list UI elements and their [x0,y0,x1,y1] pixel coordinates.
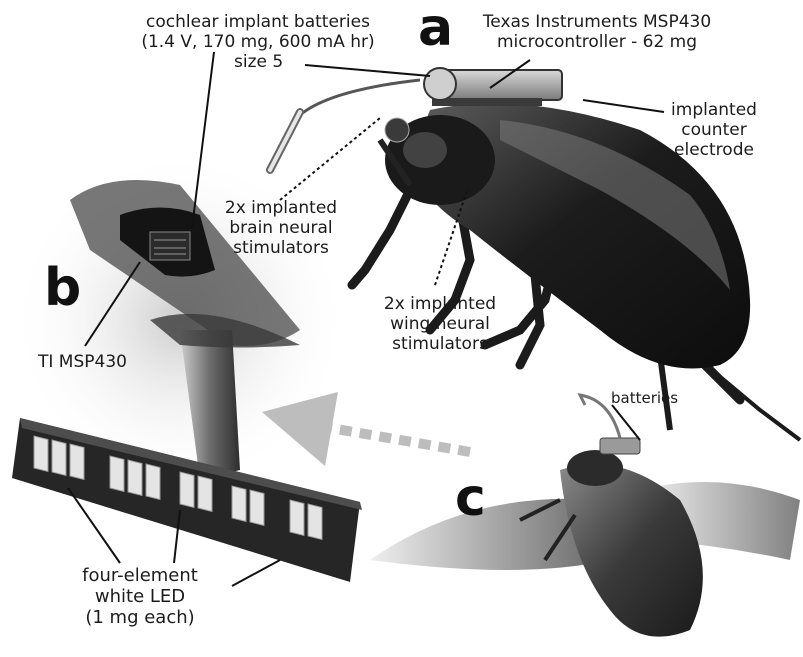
led-label-line1: four-element [40,565,240,586]
panel-letter-b: b [44,258,81,318]
c-batteries-label: batteries [611,388,678,408]
led-label: four-element white LED (1 mg each) [40,565,240,628]
panel-c-beetle [370,395,800,637]
brain-label-line3: stimulators [216,238,346,258]
led-label-line2: white LED [40,586,240,607]
batteries-label: cochlear implant batteries (1.4 V, 170 m… [138,12,378,72]
mcu-chip [150,232,190,260]
mcu-label-line2: microcontroller - 62 mg [482,32,712,52]
ti-msp430-label: TI MSP430 [38,352,127,372]
panel-letter-a: a [418,0,453,58]
wing-label-line1: 2x implanted [375,294,505,314]
counter-label-line1: implanted [654,100,774,120]
counter-electrode-label: implanted counter electrode [654,100,774,160]
counter-label-line3: electrode [654,140,774,160]
brain-label-line1: 2x implanted [216,198,346,218]
mcu-label-line1: Texas Instruments MSP430 [482,12,712,32]
batteries-label-line2: (1.4 V, 170 mg, 600 mA hr) [138,32,378,52]
batteries-label-line1: cochlear implant batteries [138,12,378,32]
brain-stimulators-label: 2x implanted brain neural stimulators [216,198,346,258]
wing-label-line3: stimulators [375,334,505,354]
mcu-label: Texas Instruments MSP430 microcontroller… [482,12,712,52]
wing-label-line2: wing neural [375,314,505,334]
brain-label-line2: brain neural [216,218,346,238]
led-label-line3: (1 mg each) [40,607,240,628]
counter-label-line2: counter [654,120,774,140]
panel-letter-c: c [455,468,486,528]
wing-stimulators-label: 2x implanted wing neural stimulators [375,294,505,354]
batteries-label-line3: size 5 [138,52,378,72]
